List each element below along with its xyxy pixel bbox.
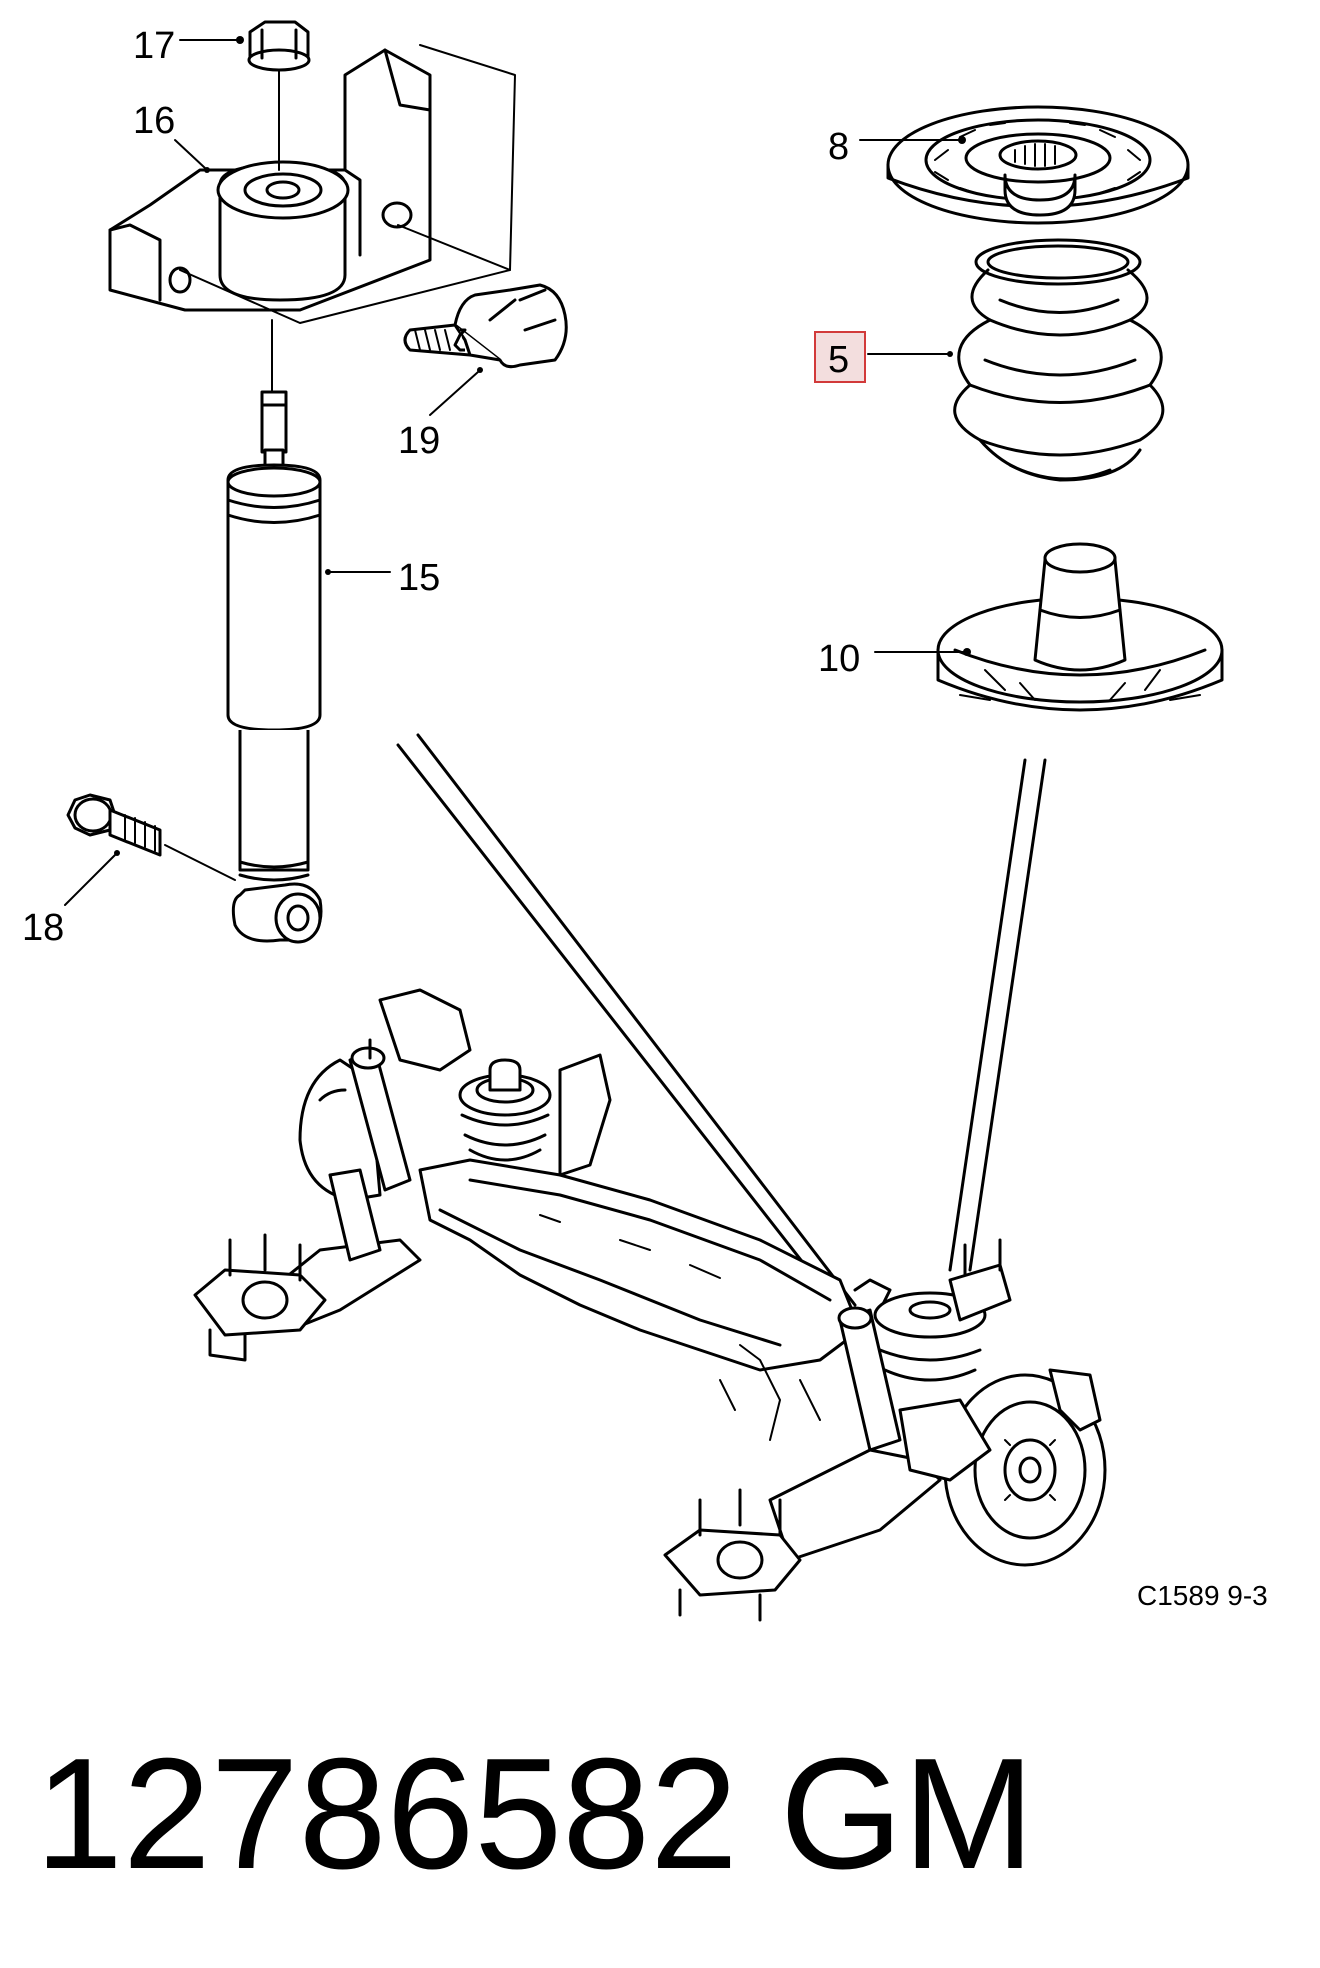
upper-spring-seat	[886, 105, 1190, 225]
callout-16: 16	[133, 100, 175, 142]
callout-19: 19	[398, 420, 440, 462]
guide-line-a	[948, 758, 1027, 1272]
callout-8: 8	[828, 126, 849, 168]
shock-absorber	[226, 319, 323, 944]
callout-18: 18	[22, 907, 64, 949]
callout-15: 15	[398, 557, 440, 599]
diagram-reference: C1589 9-3	[1137, 1580, 1268, 1611]
bracket-bolt	[403, 283, 568, 369]
leader-lines	[64, 36, 971, 906]
brand-name: GM	[780, 1726, 1035, 1902]
callout-10: 10	[818, 638, 860, 680]
callout-5-highlight	[814, 331, 866, 383]
shock-lower-bolt	[66, 793, 236, 881]
guide-line-d	[416, 733, 857, 1307]
callout-17: 17	[133, 25, 175, 67]
guide-line-b	[968, 758, 1047, 1272]
coil-spring	[953, 238, 1165, 482]
lower-spring-seat	[936, 542, 1224, 712]
rear-axle-assembly	[193, 988, 1107, 1622]
callout-5: 5	[828, 339, 849, 381]
top-mount-bracket	[108, 44, 516, 324]
part-number: 12786582	[35, 1726, 738, 1902]
mount-nut	[247, 20, 311, 72]
guide-line-c	[396, 743, 842, 1312]
